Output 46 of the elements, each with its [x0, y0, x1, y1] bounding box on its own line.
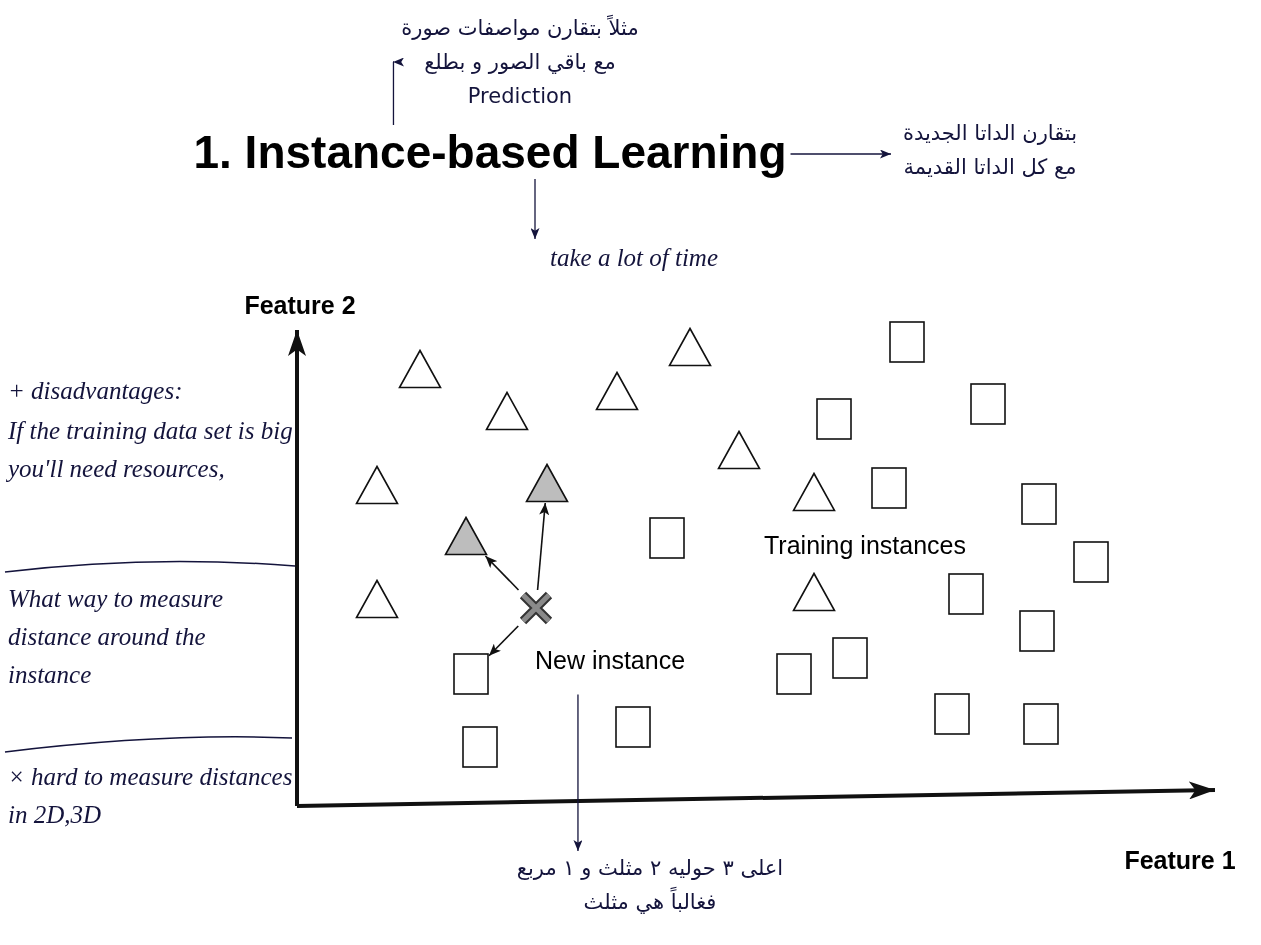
- arrow: [488, 625, 520, 657]
- handwritten-note: take a lot of time: [550, 239, 750, 277]
- handwritten-note: اعلى ٣ حوليه ٢ مثلث و ١ مربع فغالباً هي مثلث: [500, 851, 800, 919]
- square-marker: [871, 467, 907, 509]
- triangle-marker: [525, 463, 569, 503]
- triangle-marker: [485, 391, 529, 431]
- triangle-marker: [398, 349, 442, 389]
- triangle-marker: [717, 430, 761, 470]
- square-marker: [948, 573, 984, 615]
- arrow: [392, 57, 404, 126]
- triangle-marker: [668, 327, 712, 367]
- title: 1. Instance-based Learning: [193, 125, 787, 179]
- triangle-marker: [444, 516, 488, 556]
- handwritten-note: بتقارن الداتا الجديدة مع كل الداتا القديمة: [895, 116, 1085, 184]
- axis-label: Feature 1: [1124, 845, 1236, 875]
- arrow: [536, 502, 550, 591]
- square-marker: [889, 321, 925, 363]
- square-marker: [776, 653, 812, 695]
- square-marker: [462, 726, 498, 768]
- arrow: [573, 693, 583, 852]
- arrow: [789, 149, 892, 159]
- cross-marker: [518, 590, 554, 626]
- square-marker: [1023, 703, 1059, 745]
- axis-label: Feature 2: [244, 290, 356, 320]
- square-marker: [934, 693, 970, 735]
- square-marker: [816, 398, 852, 440]
- handwritten-note: What way to measure distance around the instance: [8, 584, 224, 690]
- handwritten-note: مثلاً بتقارن مواصفات صورة مع باقي الصور و بطلع Prediction: [395, 11, 645, 113]
- handwritten-note: + disadvantages:: [8, 376, 184, 406]
- square-marker: [1073, 541, 1109, 583]
- arrow: [484, 555, 520, 591]
- square-marker: [970, 383, 1006, 425]
- arrow: [530, 178, 540, 240]
- square-marker: [615, 706, 651, 748]
- square-marker: [832, 637, 868, 679]
- triangle-marker: [792, 572, 836, 612]
- triangle-marker: [595, 371, 639, 411]
- triangle-marker: [355, 465, 399, 505]
- square-marker: [1019, 610, 1055, 652]
- triangle-marker: [355, 579, 399, 619]
- triangle-marker: [792, 472, 836, 512]
- square-marker: [453, 653, 489, 695]
- handwritten-note: If the training data set is big you'll need resources,: [8, 416, 293, 484]
- handwritten-note: × hard to measure distances in 2D,3D: [8, 762, 293, 830]
- square-marker: [1021, 483, 1057, 525]
- square-marker: [649, 517, 685, 559]
